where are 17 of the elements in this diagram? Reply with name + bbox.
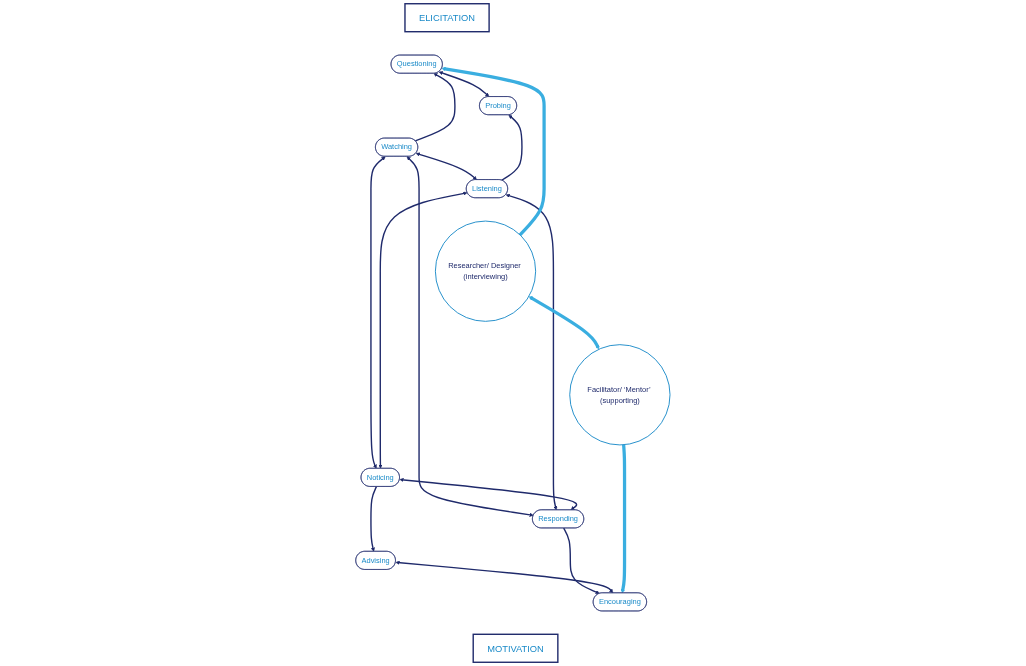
node-box: MOTIVATION [472,633,559,663]
arrow [528,296,600,350]
arrow [621,444,627,594]
arrow [415,152,478,180]
arrow [563,527,600,594]
arrow [406,156,534,517]
arrow [441,66,546,236]
arrow [399,477,578,511]
arrow [370,485,378,552]
arrow [414,73,456,142]
arrow [505,193,558,511]
arrow [438,71,490,97]
arrow [501,114,523,181]
node-box: ELICITATION [404,3,490,33]
arrow [395,560,614,594]
arrow [378,191,468,469]
arrow [370,156,386,469]
